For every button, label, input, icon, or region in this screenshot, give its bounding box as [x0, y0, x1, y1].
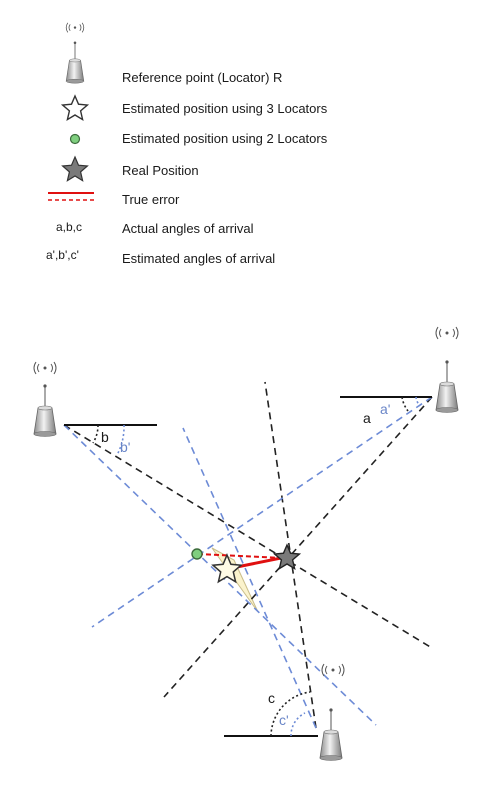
legend-label-real-position: Real Position — [122, 163, 199, 178]
true-error-line-2-locators — [197, 553, 285, 559]
angle-arcs — [92, 396, 421, 737]
estimated-line-from-bottom-locator — [182, 427, 317, 729]
legend-label-true-error: True error — [122, 192, 180, 207]
legend-green-dot-icon — [69, 133, 81, 145]
angle-label-c: c — [268, 690, 275, 706]
locator-left — [33, 361, 57, 437]
estimated-position-3-locators-star — [211, 553, 243, 584]
legend: Reference point (Locator) R Estimated po… — [46, 22, 328, 266]
legend-label-estimated-3: Estimated position using 3 Locators — [122, 101, 328, 116]
legend-label-locator: Reference point (Locator) R — [122, 70, 282, 85]
legend-hollow-star-icon — [60, 94, 90, 122]
angle-label-a: a — [363, 410, 371, 426]
real-position-star — [272, 543, 302, 571]
legend-label-actual-angles: Actual angles of arrival — [122, 221, 254, 236]
angle-label-b: b — [101, 429, 109, 445]
legend-symbol-actual-angles: a,b,c — [56, 220, 82, 234]
legend-label-estimated-2: Estimated position using 2 Locators — [122, 131, 328, 146]
legend-symbol-estimated-angles: a',b',c' — [46, 248, 79, 262]
locator-right — [435, 326, 459, 413]
legend-gray-star-icon — [61, 155, 89, 182]
angle-label-c-prime: c' — [279, 712, 289, 728]
estimated-position-2-locators — [191, 548, 203, 560]
angle-label-a-prime: a' — [380, 401, 390, 417]
legend-locator-icon — [65, 22, 85, 84]
actual-line-from-left-locator — [63, 424, 433, 649]
angle-label-b-prime: b' — [120, 439, 130, 455]
legend-true-error-lines — [48, 192, 94, 201]
actual-line-from-right-locator — [163, 396, 433, 698]
legend-label-estimated-angles: Estimated angles of arrival — [122, 251, 275, 266]
locator-bottom — [319, 663, 345, 761]
estimated-line-from-right-locator — [91, 396, 433, 628]
